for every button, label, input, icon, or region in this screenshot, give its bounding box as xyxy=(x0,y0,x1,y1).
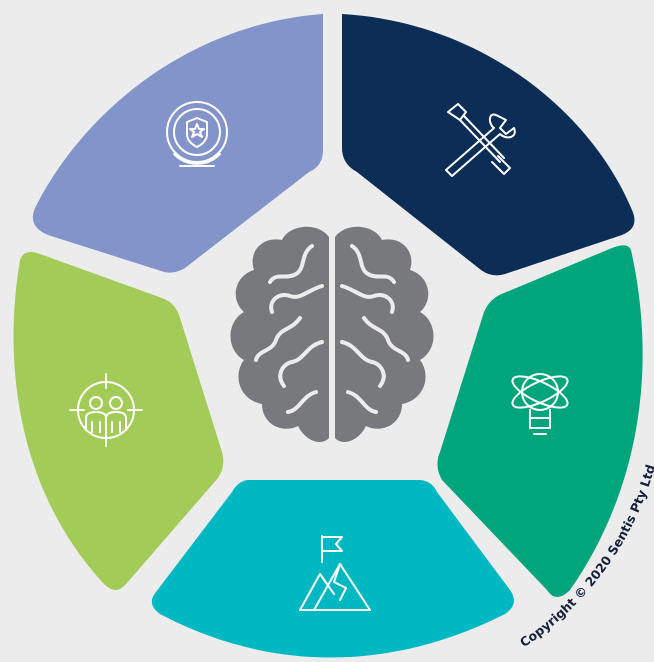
segment-right xyxy=(437,245,643,597)
lightbulb-orbit-icon xyxy=(511,373,569,435)
mountain-flag-icon xyxy=(299,535,371,611)
segment-right-shape xyxy=(437,245,643,597)
team-target-icon xyxy=(69,373,143,447)
globe-badge-icon xyxy=(166,101,228,167)
segment-bottom xyxy=(151,480,515,658)
segment-left-shape xyxy=(13,252,224,590)
segment-bottom-shape xyxy=(151,480,515,658)
segment-left xyxy=(13,252,224,590)
brain-icon xyxy=(230,226,434,442)
tools-icon xyxy=(445,103,516,177)
